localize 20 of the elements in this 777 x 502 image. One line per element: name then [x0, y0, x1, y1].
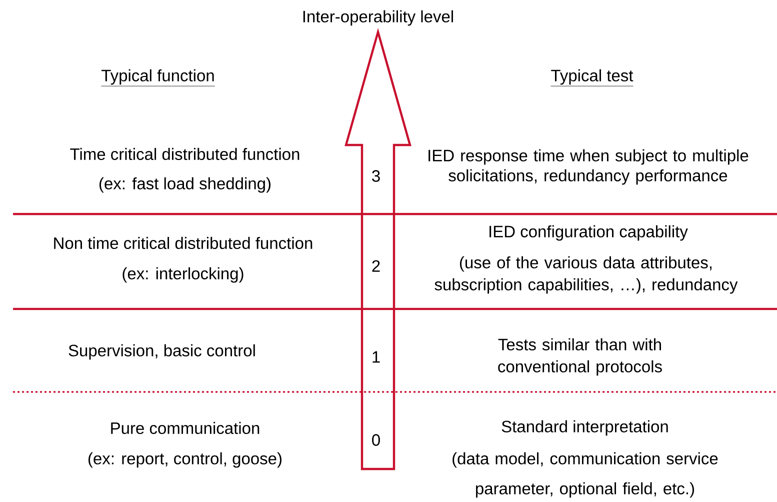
- function-text: Pure communication: [111, 422, 260, 434]
- function-text: Supervision, basic control: [68, 344, 255, 360]
- level-number: 2: [372, 260, 380, 272]
- test-text: IED configuration capability: [490, 225, 688, 241]
- function-text: (ex: interlocking): [122, 267, 244, 283]
- axis-label: Inter-operability level: [303, 10, 453, 26]
- level-number: 0: [372, 434, 380, 446]
- level-number: 1: [372, 351, 380, 363]
- function-text: Time critical distributed function: [70, 148, 300, 160]
- test-text: (data model, communication service parameter, optional field, etc.): [452, 452, 718, 498]
- test-text: IED response time when subject to multiple solicitations, redundancy performance: [428, 149, 748, 185]
- column-heading: Typical function: [100, 69, 216, 86]
- level-number: 3: [372, 170, 380, 182]
- function-text: (ex: report, control, goose): [88, 452, 282, 468]
- test-text: Standard interpretation: [502, 420, 668, 436]
- function-text: Non time critical distributed function: [54, 236, 312, 250]
- test-text: (use of the various data attributes, subscription capabilities, …), redundancy: [434, 256, 738, 294]
- test-text: Tests similar than with conventional protocols: [498, 338, 662, 376]
- function-text: (ex: fast load shedding): [100, 177, 270, 193]
- column-heading: Typical test: [550, 69, 634, 86]
